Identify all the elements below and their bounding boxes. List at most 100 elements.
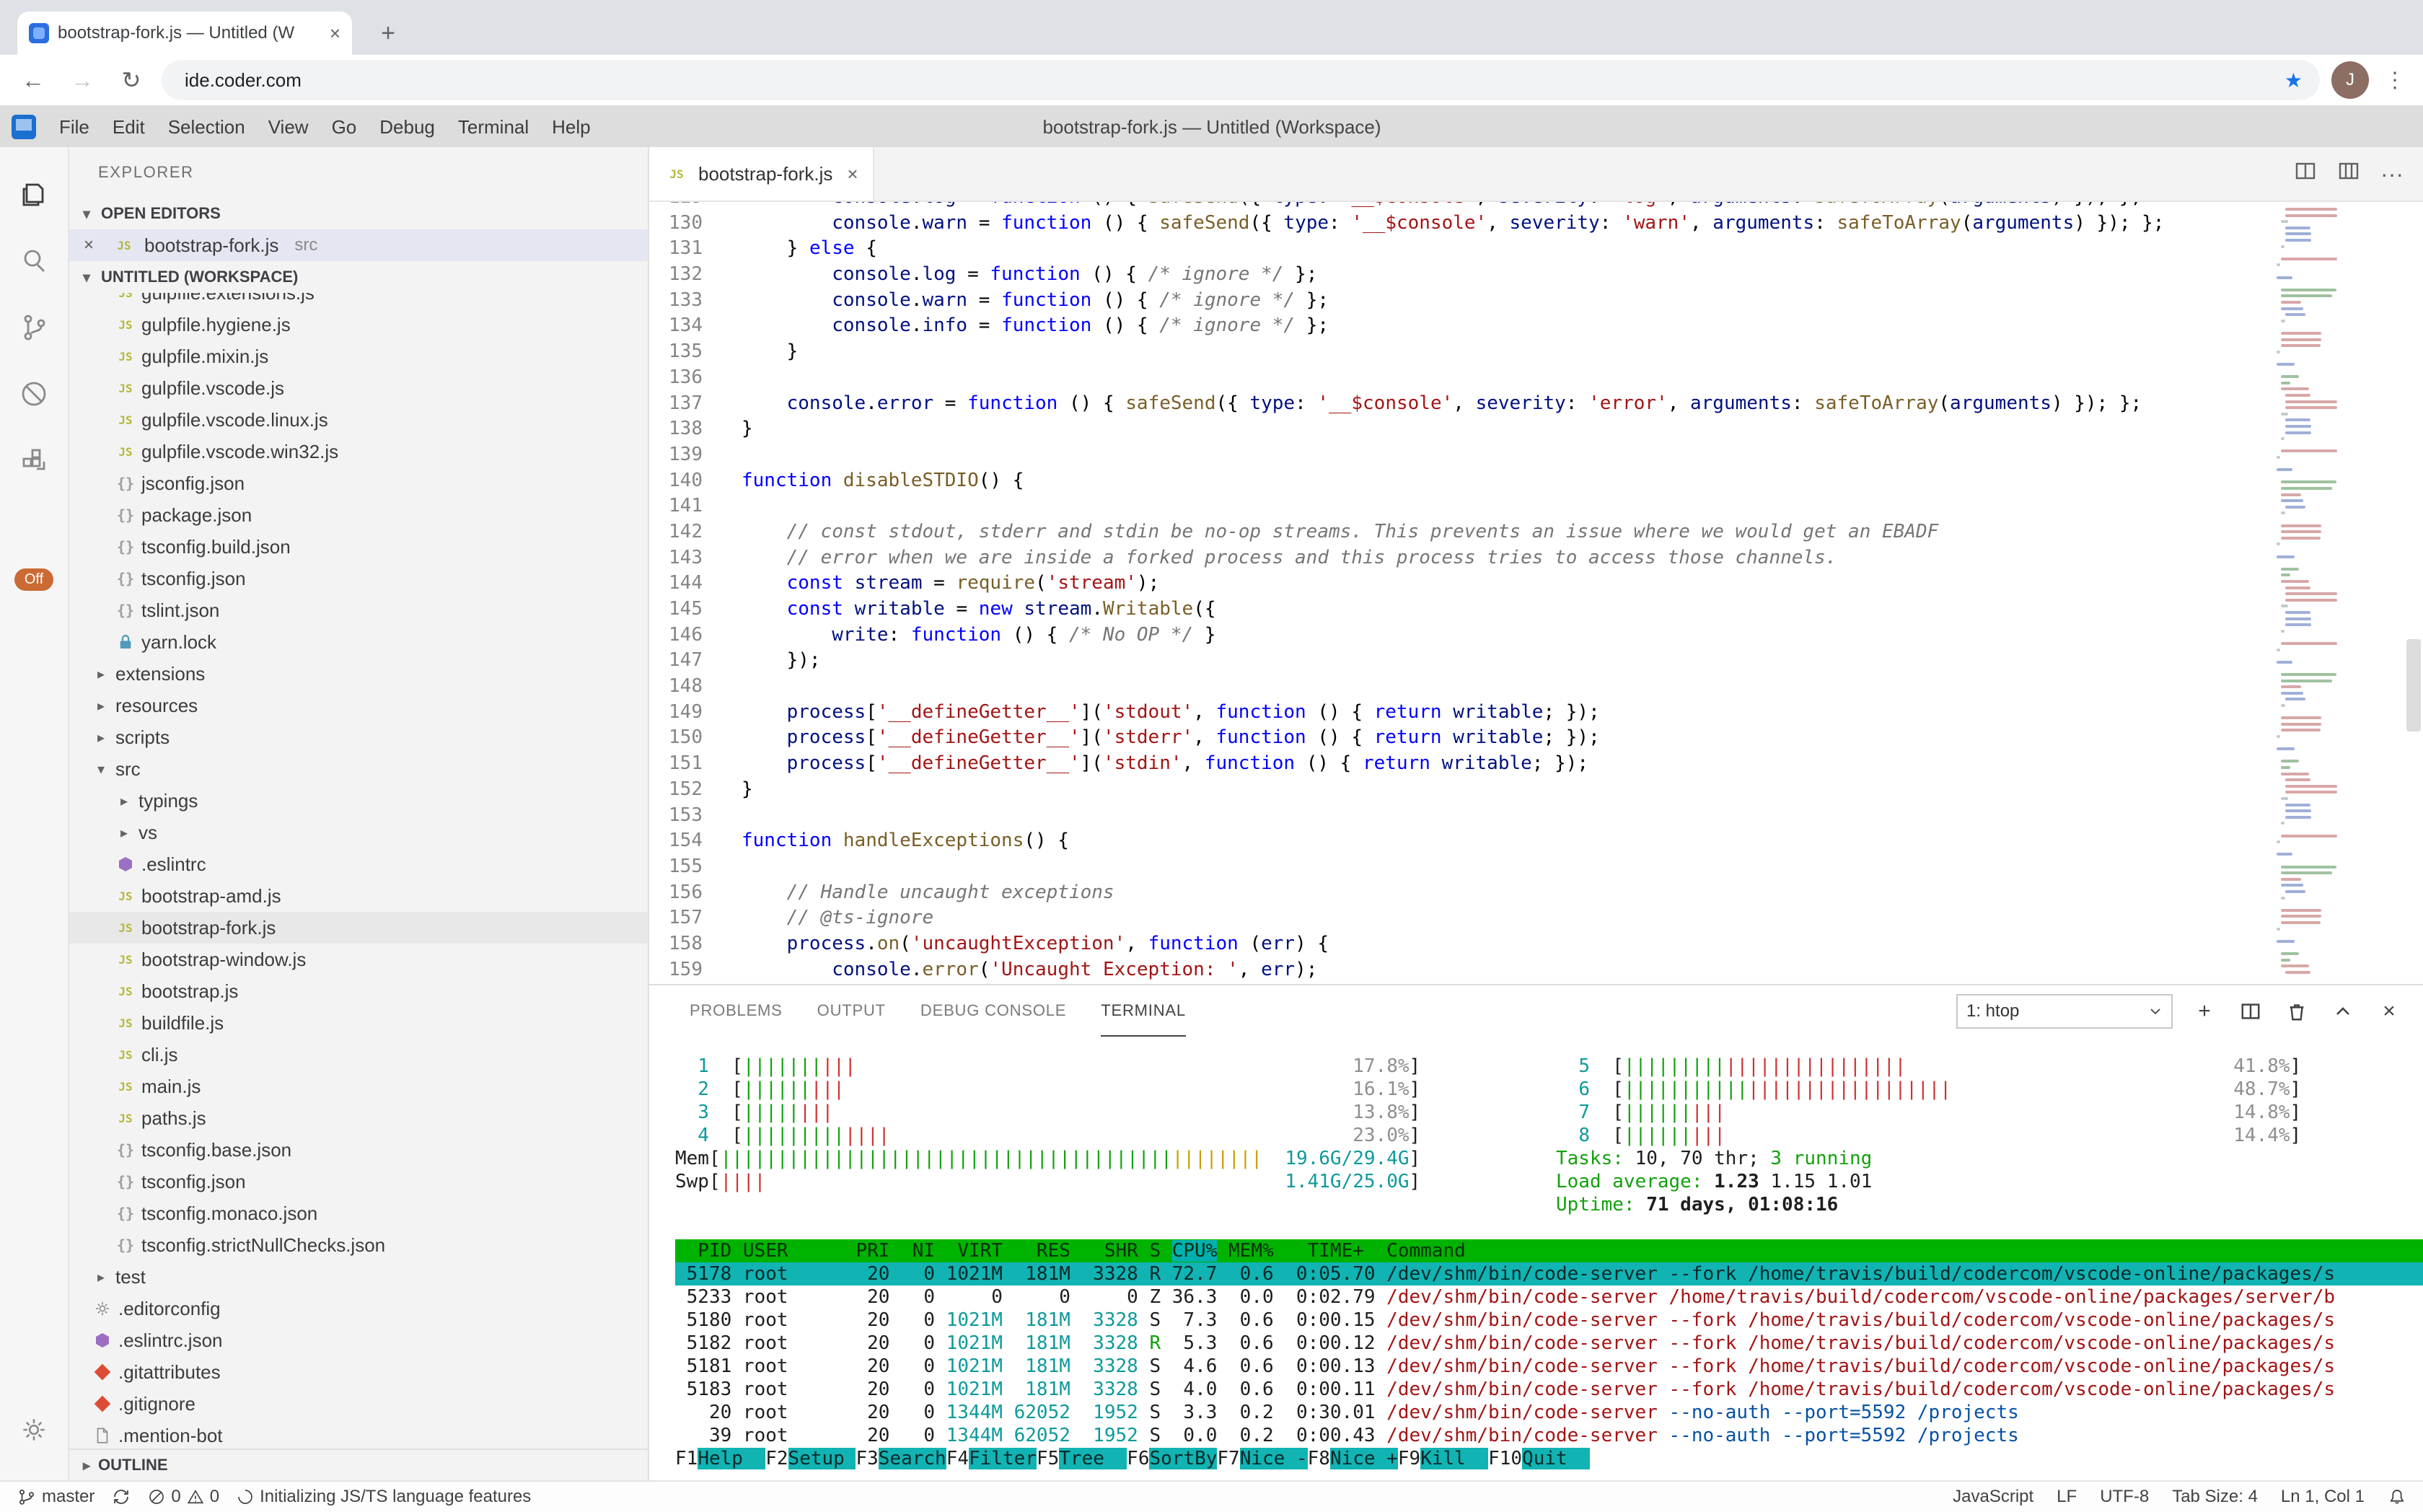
- forward-icon[interactable]: →: [63, 61, 101, 99]
- terminal-select[interactable]: 1: htop: [1956, 994, 2173, 1029]
- panel-tab-problems[interactable]: PROBLEMS: [690, 986, 783, 1037]
- status-lf[interactable]: LF: [2057, 1487, 2077, 1507]
- gear-icon[interactable]: [0, 1397, 69, 1463]
- tree-item-gulpfile.extensions.js[interactable]: JSgulpfile.extensions.js: [69, 293, 648, 309]
- menu-file[interactable]: File: [48, 107, 101, 147]
- tree-item-package.json[interactable]: {}package.json: [69, 499, 648, 531]
- tree-item-gulpfile.vscode.js[interactable]: JSgulpfile.vscode.js: [69, 372, 648, 404]
- profile-avatar[interactable]: J: [2331, 61, 2369, 99]
- tree-item-.mention-bot[interactable]: .mention-bot: [69, 1420, 648, 1449]
- tree-item-tsconfig.build.json[interactable]: {}tsconfig.build.json: [69, 531, 648, 563]
- outline-header[interactable]: ▸ OUTLINE: [69, 1449, 648, 1480]
- back-icon[interactable]: ←: [14, 61, 52, 99]
- tree-item-.gitattributes[interactable]: .gitattributes: [69, 1356, 648, 1388]
- panel-tab-output[interactable]: OUTPUT: [817, 986, 886, 1037]
- language-status-message[interactable]: Initializing JS/TS language features: [237, 1487, 531, 1507]
- tree-item-tsconfig.json[interactable]: {}tsconfig.json: [69, 1166, 648, 1197]
- source-control-icon[interactable]: [0, 294, 69, 361]
- menu-edit[interactable]: Edit: [101, 107, 157, 147]
- status-ln-1-col-1[interactable]: Ln 1, Col 1: [2281, 1487, 2365, 1507]
- tree-item-bootstrap-window.js[interactable]: JSbootstrap-window.js: [69, 944, 648, 975]
- close-panel-icon[interactable]: ×: [2375, 997, 2404, 1026]
- terminal-content[interactable]: 1 [|||||||||| 17.8%] 5 [||||||||||||||||…: [649, 1037, 2423, 1480]
- file-tree[interactable]: JSgulpfile.extensions.jsJSgulpfile.hygie…: [69, 293, 648, 1449]
- maximize-panel-icon[interactable]: [2329, 997, 2357, 1026]
- open-editors-header[interactable]: ▾ OPEN EDITORS: [69, 198, 648, 229]
- tree-item-bootstrap-amd.js[interactable]: JSbootstrap-amd.js: [69, 880, 648, 912]
- tree-item-.eslintrc.json[interactable]: .eslintrc.json: [69, 1324, 648, 1356]
- bookmark-star-icon[interactable]: ★: [2285, 69, 2303, 92]
- close-icon[interactable]: ×: [84, 235, 104, 255]
- workspace-header[interactable]: ▾ UNTITLED (WORKSPACE): [69, 261, 648, 293]
- tree-item-vs[interactable]: ▸vs: [69, 817, 648, 848]
- panel-tab-terminal[interactable]: TERMINAL: [1101, 986, 1186, 1037]
- problems-indicator[interactable]: 0 0: [148, 1487, 219, 1507]
- menu-go[interactable]: Go: [320, 107, 369, 147]
- tree-item-tslint.json[interactable]: {}tslint.json: [69, 594, 648, 626]
- more-actions-icon[interactable]: ···: [2380, 161, 2404, 188]
- tree-item-.editorconfig[interactable]: .editorconfig: [69, 1293, 648, 1324]
- line-number: 136: [649, 365, 703, 391]
- tree-item-jsconfig.json[interactable]: {}jsconfig.json: [69, 467, 648, 499]
- tree-item-tsconfig.monaco.json[interactable]: {}tsconfig.monaco.json: [69, 1197, 648, 1229]
- tree-item-tsconfig.base.json[interactable]: {}tsconfig.base.json: [69, 1134, 648, 1166]
- status-tab-size-4[interactable]: Tab Size: 4: [2172, 1487, 2258, 1507]
- kill-terminal-icon[interactable]: [2282, 997, 2311, 1026]
- menu-selection[interactable]: Selection: [157, 107, 257, 147]
- address-bar[interactable]: ide.coder.com ★: [162, 60, 2320, 100]
- tree-item-.gitignore[interactable]: .gitignore: [69, 1388, 648, 1420]
- tree-item-test[interactable]: ▸test: [69, 1261, 648, 1293]
- menu-help[interactable]: Help: [540, 107, 602, 147]
- editor-scrollbar[interactable]: [2404, 202, 2423, 984]
- tab-close-icon[interactable]: ×: [330, 22, 340, 45]
- menu-debug[interactable]: Debug: [368, 107, 447, 147]
- tree-item-typings[interactable]: ▸typings: [69, 785, 648, 817]
- browser-menu-icon[interactable]: ⋮: [2380, 68, 2409, 93]
- tree-item-.eslintrc[interactable]: .eslintrc: [69, 848, 648, 880]
- tree-item-extensions[interactable]: ▸extensions: [69, 658, 648, 690]
- editor-tab[interactable]: JS bootstrap-fork.js ×: [649, 147, 874, 201]
- tree-item-gulpfile.vscode.win32.js[interactable]: JSgulpfile.vscode.win32.js: [69, 436, 648, 467]
- tree-item-yarn.lock[interactable]: yarn.lock: [69, 626, 648, 658]
- tree-item-bootstrap-fork.js[interactable]: JSbootstrap-fork.js: [69, 912, 648, 944]
- split-terminal-icon[interactable]: [2236, 997, 2265, 1026]
- tree-item-gulpfile.hygiene.js[interactable]: JSgulpfile.hygiene.js: [69, 309, 648, 340]
- bell-icon[interactable]: [2388, 1487, 2406, 1506]
- split-editor-icon[interactable]: [2294, 159, 2317, 188]
- sync-indicator[interactable]: [112, 1487, 131, 1506]
- branch-indicator[interactable]: master: [17, 1487, 94, 1507]
- tree-item-buildfile.js[interactable]: JSbuildfile.js: [69, 1007, 648, 1039]
- tree-item-paths.js[interactable]: JSpaths.js: [69, 1102, 648, 1134]
- tree-item-src[interactable]: ▾src: [69, 753, 648, 785]
- code-editor[interactable]: 129 console.log = function () { safeSend…: [649, 202, 2423, 984]
- reload-icon[interactable]: ↻: [113, 61, 150, 99]
- tree-item-tsconfig.strictNullChecks.json[interactable]: {}tsconfig.strictNullChecks.json: [69, 1229, 648, 1261]
- menu-view[interactable]: View: [257, 107, 320, 147]
- debug-disabled-icon[interactable]: [0, 361, 69, 427]
- tree-item-bootstrap.js[interactable]: JSbootstrap.js: [69, 975, 648, 1007]
- panel-tab-debug-console[interactable]: DEBUG CONSOLE: [920, 986, 1066, 1037]
- layout-icon[interactable]: [2337, 159, 2360, 188]
- tree-item-tsconfig.json[interactable]: {}tsconfig.json: [69, 563, 648, 594]
- new-tab-button[interactable]: +: [369, 14, 407, 52]
- tree-item-cli.js[interactable]: JScli.js: [69, 1039, 648, 1071]
- tree-item-gulpfile.vscode.linux.js[interactable]: JSgulpfile.vscode.linux.js: [69, 404, 648, 436]
- explorer-icon[interactable]: [0, 162, 69, 228]
- tree-item-scripts[interactable]: ▸scripts: [69, 721, 648, 753]
- tab-close-icon[interactable]: ×: [847, 163, 858, 185]
- scrollbar-thumb[interactable]: [2406, 639, 2421, 731]
- extensions-icon[interactable]: [0, 427, 69, 493]
- status-utf-8[interactable]: UTF-8: [2100, 1487, 2149, 1507]
- search-icon[interactable]: [0, 228, 69, 294]
- minimap[interactable]: [2277, 202, 2343, 984]
- tree-item-gulpfile.mixin.js[interactable]: JSgulpfile.mixin.js: [69, 340, 648, 372]
- status-badge[interactable]: Off: [14, 568, 53, 591]
- new-terminal-icon[interactable]: +: [2190, 997, 2219, 1026]
- menu-terminal[interactable]: Terminal: [447, 107, 540, 147]
- browser-tab[interactable]: bootstrap-fork.js — Untitled (W ×: [17, 12, 352, 55]
- open-editor-item[interactable]: × JS bootstrap-fork.js src: [69, 229, 648, 261]
- status-javascript[interactable]: JavaScript: [1953, 1487, 2033, 1507]
- json-icon: {}: [113, 475, 138, 492]
- tree-item-main.js[interactable]: JSmain.js: [69, 1071, 648, 1102]
- tree-item-resources[interactable]: ▸resources: [69, 690, 648, 721]
